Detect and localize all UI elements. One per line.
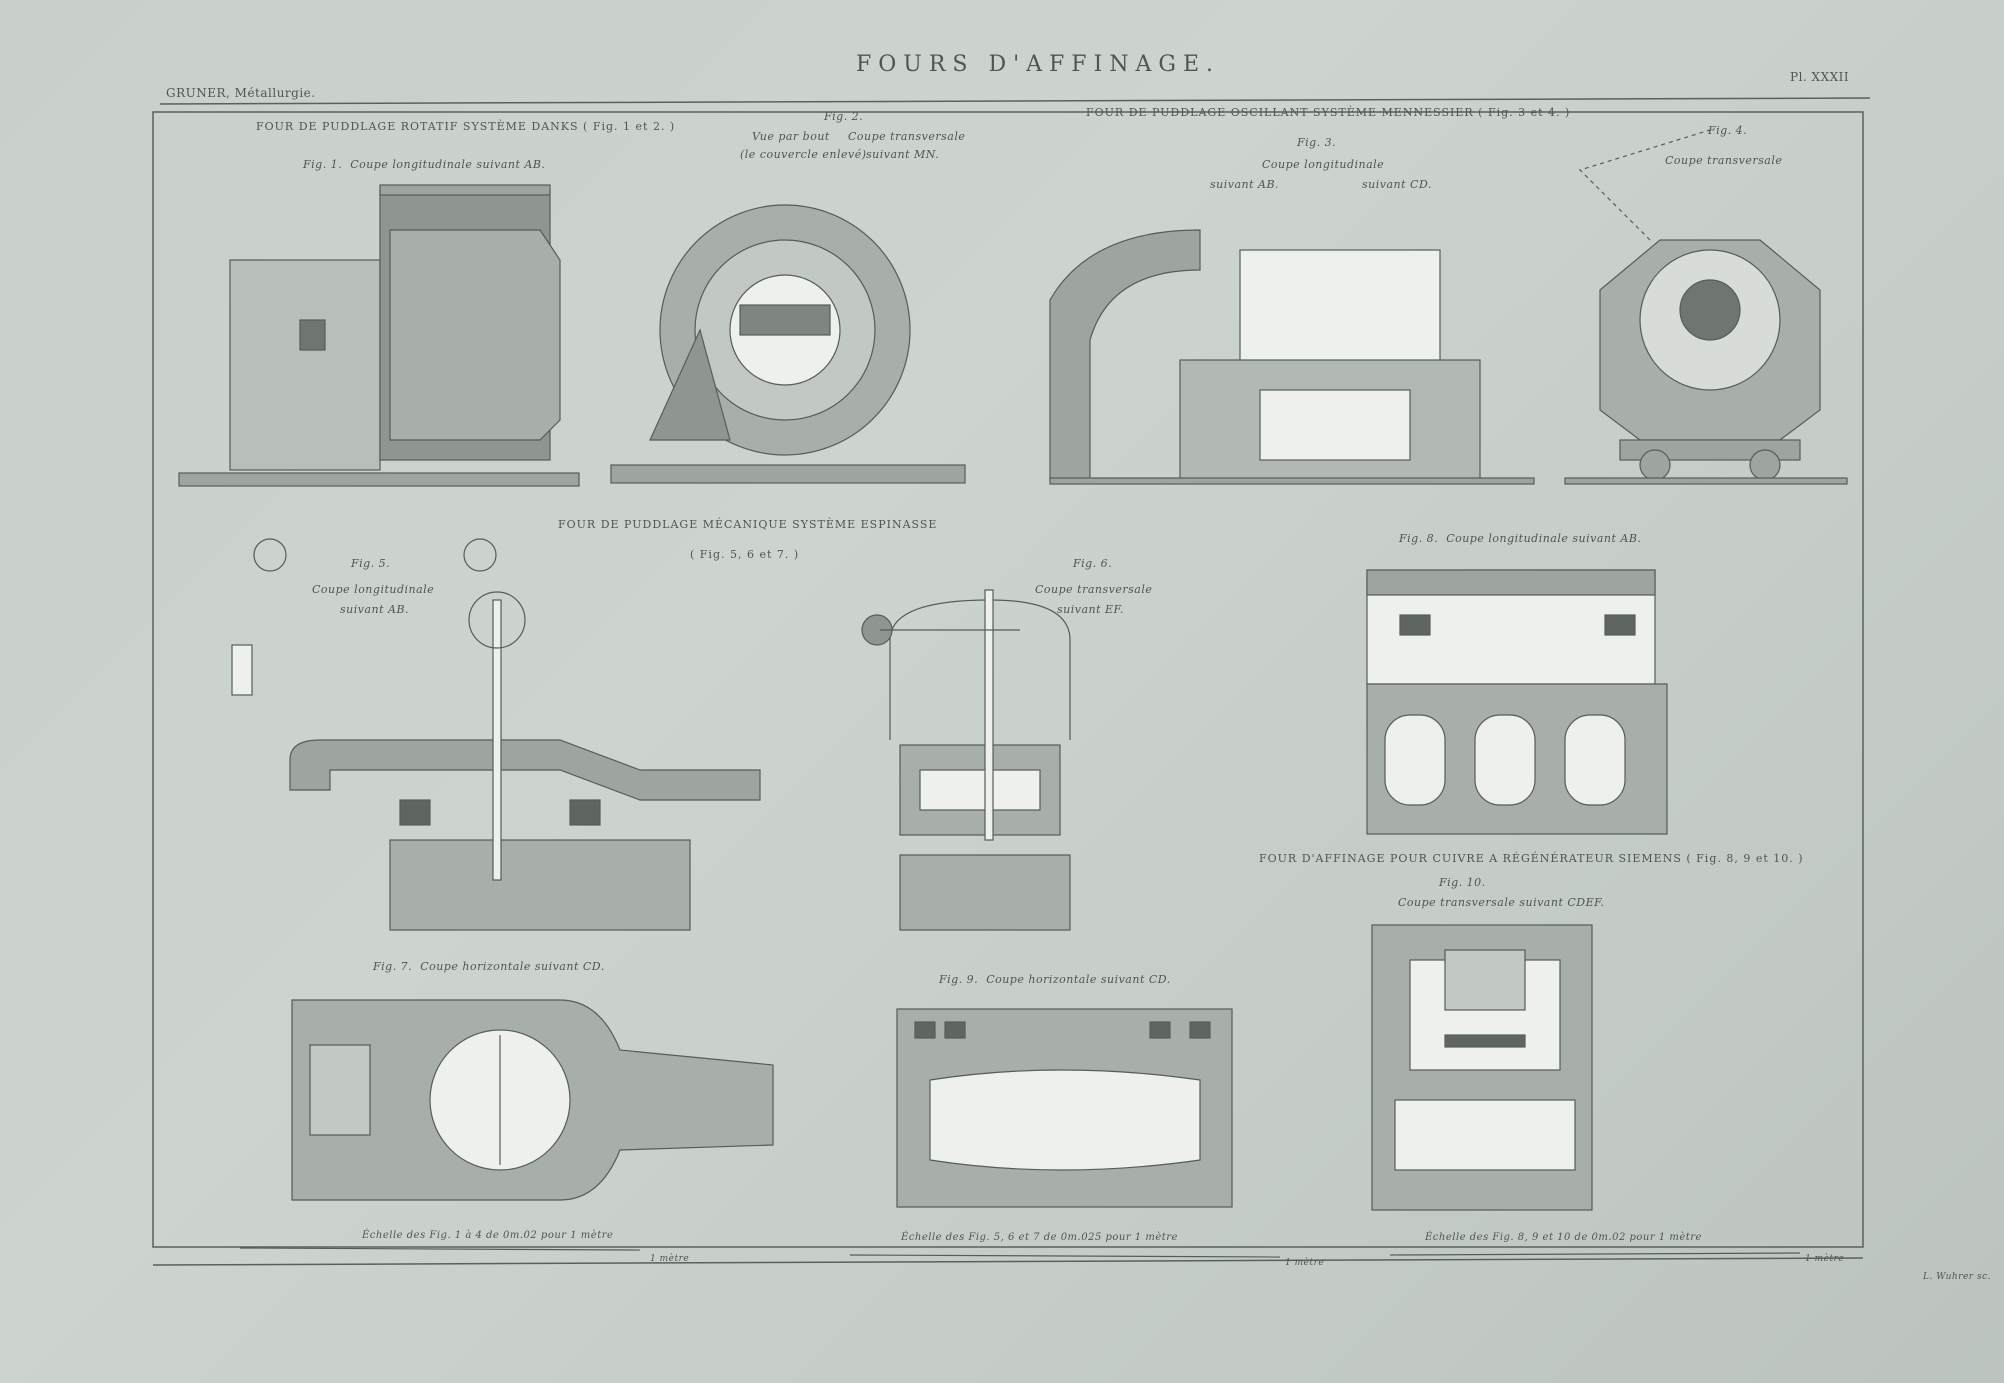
- heading-figs: ( Fig. 3 et 4. ): [1478, 106, 1571, 119]
- fig5-caption2: suivant AB.: [340, 603, 410, 616]
- heading-figs: ( Fig. 8, 9 et 10. ): [1686, 852, 1804, 865]
- fig2-caption-left2: (le couvercle enlevé): [740, 148, 867, 161]
- scale-label-2: Échelle des Fig. 5, 6 et 7 de 0m.025 pou…: [901, 1232, 1178, 1243]
- fig8-caption: Fig. 8. Coupe longitudinale suivant AB.: [1399, 532, 1641, 545]
- fig-caption: Coupe longitudinale suivant AB.: [1446, 532, 1642, 545]
- fig8-drawing: [1366, 569, 1668, 835]
- fig6-drawing: [861, 589, 1071, 931]
- fig5-drawing: [231, 538, 761, 931]
- fig3-caption-left: suivant AB.: [1210, 178, 1280, 191]
- fig7-caption: Fig. 7. Coupe horizontale suivant CD.: [373, 960, 605, 973]
- fig-label: Fig. 7.: [373, 960, 413, 973]
- heading-text: FOUR DE PUDDLAGE OSCILLANT SYSTÈME MENNE…: [1086, 106, 1474, 119]
- heading-text: FOUR DE PUDDLAGE ROTATIF SYSTÈME DANKS: [256, 120, 579, 133]
- scale-label-3: Échelle des Fig. 8, 9 et 10 de 0m.02 pou…: [1425, 1232, 1702, 1243]
- fig4-label: Fig. 4.: [1708, 124, 1748, 137]
- fig10-caption: Coupe transversale suivant CDEF.: [1398, 896, 1605, 909]
- fig1-drawing: [178, 184, 580, 487]
- fig2-label: Fig. 2.: [824, 110, 864, 123]
- author-label: GRUNER, Métallurgie.: [166, 86, 316, 100]
- section-figs-espinasse: ( Fig. 5, 6 et 7. ): [690, 548, 800, 561]
- header-rule: [159, 97, 1871, 105]
- fig3-caption-right: suivant CD.: [1362, 178, 1432, 191]
- scale-bars: [239, 1247, 1801, 1258]
- section-heading-mennessier: FOUR DE PUDDLAGE OSCILLANT SYSTÈME MENNE…: [1086, 106, 1570, 119]
- heading-figs: ( Fig. 1 et 2. ): [583, 120, 676, 133]
- fig9-drawing: [896, 1008, 1233, 1208]
- footer-rule: [152, 1257, 1864, 1266]
- fig7-drawing: [291, 999, 774, 1201]
- scale-unit-2: 1 mètre: [1285, 1258, 1325, 1268]
- fig4-caption: Coupe transversale: [1665, 154, 1783, 167]
- fig5-caption: Coupe longitudinale: [312, 583, 435, 596]
- fig4-drawing: [1564, 129, 1848, 485]
- fig2-caption-right: Coupe transversale: [848, 130, 966, 143]
- fig3-caption: Coupe longitudinale: [1262, 158, 1385, 171]
- fig6-caption: Coupe transversale: [1035, 583, 1153, 596]
- fig-caption: Coupe horizontale suivant CD.: [420, 960, 605, 973]
- fig2-drawing: [610, 204, 966, 484]
- section-heading-espinasse: FOUR DE PUDDLAGE MÉCANIQUE SYSTÈME ESPIN…: [558, 518, 938, 531]
- fig10-label: Fig. 10.: [1439, 876, 1486, 889]
- heading-text: FOUR D'AFFINAGE POUR CUIVRE A RÉGÉNÉRATE…: [1259, 852, 1682, 865]
- scale-label-1: Échelle des Fig. 1 à 4 de 0m.02 pour 1 m…: [362, 1230, 614, 1241]
- scale-unit-1: 1 mètre: [650, 1254, 690, 1264]
- section-heading-danks: FOUR DE PUDDLAGE ROTATIF SYSTÈME DANKS (…: [256, 120, 675, 133]
- fig-label: Fig. 8.: [1399, 532, 1439, 545]
- engraver-credit: L. Wuhrer sc.: [1923, 1272, 1991, 1282]
- section-heading-siemens: FOUR D'AFFINAGE POUR CUIVRE A RÉGÉNÉRATE…: [1259, 852, 1804, 865]
- plate-frame: [152, 111, 1864, 1248]
- plate-title: FOURS D'AFFINAGE.: [856, 52, 1221, 77]
- scale-unit-3: 1 mètre: [1805, 1254, 1845, 1264]
- fig5-label: Fig. 5.: [351, 557, 391, 570]
- fig-label: Fig. 9.: [939, 973, 979, 986]
- fig-caption: Coupe longitudinale suivant AB.: [350, 158, 546, 171]
- fig1-caption: Fig. 1. Coupe longitudinale suivant AB.: [303, 158, 545, 171]
- fig2-caption-right2: suivant MN.: [866, 148, 940, 161]
- fig10-drawing: [1371, 924, 1593, 1211]
- fig-caption: Coupe horizontale suivant CD.: [986, 973, 1171, 986]
- fig2-caption-left: Vue par bout: [752, 130, 830, 143]
- fig9-caption: Fig. 9. Coupe horizontale suivant CD.: [939, 973, 1171, 986]
- fig6-caption2: suivant EF.: [1057, 603, 1124, 616]
- plate-number: Pl. XXXII: [1790, 70, 1850, 84]
- fig3-drawing: [1049, 229, 1535, 485]
- fig3-label: Fig. 3.: [1297, 136, 1337, 149]
- fig-label: Fig. 1.: [303, 158, 343, 171]
- fig6-label: Fig. 6.: [1073, 557, 1113, 570]
